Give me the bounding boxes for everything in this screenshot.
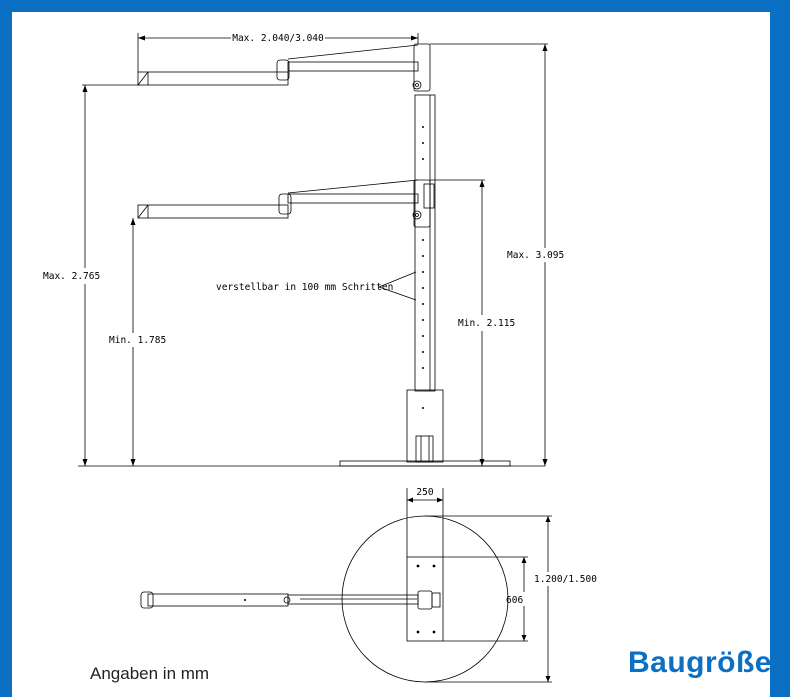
- label-max-total-height: Max. 3.095: [507, 250, 564, 261]
- label-base-plate-width: 250: [416, 487, 433, 498]
- upper-head: [413, 43, 431, 92]
- page-title: Baugröße: [627, 646, 772, 679]
- label-min-pivot-height: Min. 2.115: [458, 318, 515, 329]
- upper-arm-outer: [137, 71, 289, 86]
- label-min-arm-height: Min. 1.785: [109, 335, 166, 346]
- label-base-diameter: 1.200/1.500: [534, 574, 597, 585]
- label-adjust-note: verstellbar in 100 mm Schritten: [216, 282, 393, 293]
- top-arm-outer: [147, 593, 289, 607]
- upper-arm-inner: [287, 61, 419, 72]
- units-note: Angaben in mm: [90, 664, 210, 683]
- drawing-panel: [12, 12, 770, 697]
- column: [414, 94, 436, 392]
- base-foot: [339, 460, 511, 467]
- label-max-arm-height: Max. 2.765: [43, 271, 100, 282]
- label-base-plate-depth: 606: [506, 595, 523, 606]
- lower-head: [413, 179, 431, 228]
- lower-arm-inner: [287, 193, 419, 204]
- label-reach: Max. 2.040/3.040: [232, 33, 324, 44]
- lower-arm-outer: [137, 204, 289, 219]
- pedestal: [406, 389, 444, 463]
- top-arm-inner: [287, 594, 419, 605]
